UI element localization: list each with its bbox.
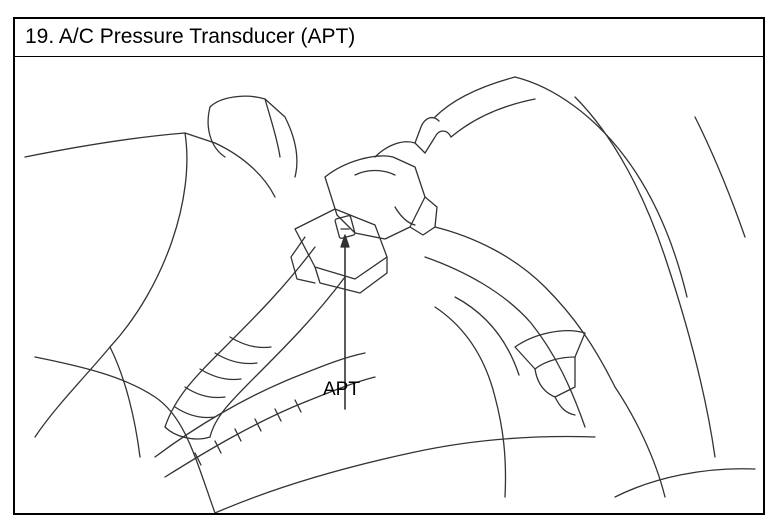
right-pipe — [434, 76, 516, 118]
apt-leader-arrow — [340, 234, 350, 248]
left-panel-edge — [34, 132, 188, 438]
title-bar: 19. A/C Pressure Transducer (APT) — [15, 19, 763, 57]
transducer-body — [324, 155, 426, 240]
hose-lower — [209, 276, 346, 438]
diagram-title: 19. A/C Pressure Transducer (APT) — [25, 25, 356, 48]
apt-illustration — [15, 57, 763, 513]
left-panel-lower — [34, 356, 216, 513]
hose-upper — [164, 246, 316, 428]
left-panel-outline — [24, 132, 276, 198]
upper-bracket — [209, 95, 298, 178]
connector-latch — [334, 215, 356, 239]
apt-callout-label: APT — [323, 379, 360, 400]
right-panel-outline — [574, 96, 716, 458]
diagram-frame: 19. A/C Pressure Transducer (APT) — [13, 17, 765, 515]
mount-bracket — [514, 330, 586, 370]
lower-tube — [154, 352, 366, 458]
